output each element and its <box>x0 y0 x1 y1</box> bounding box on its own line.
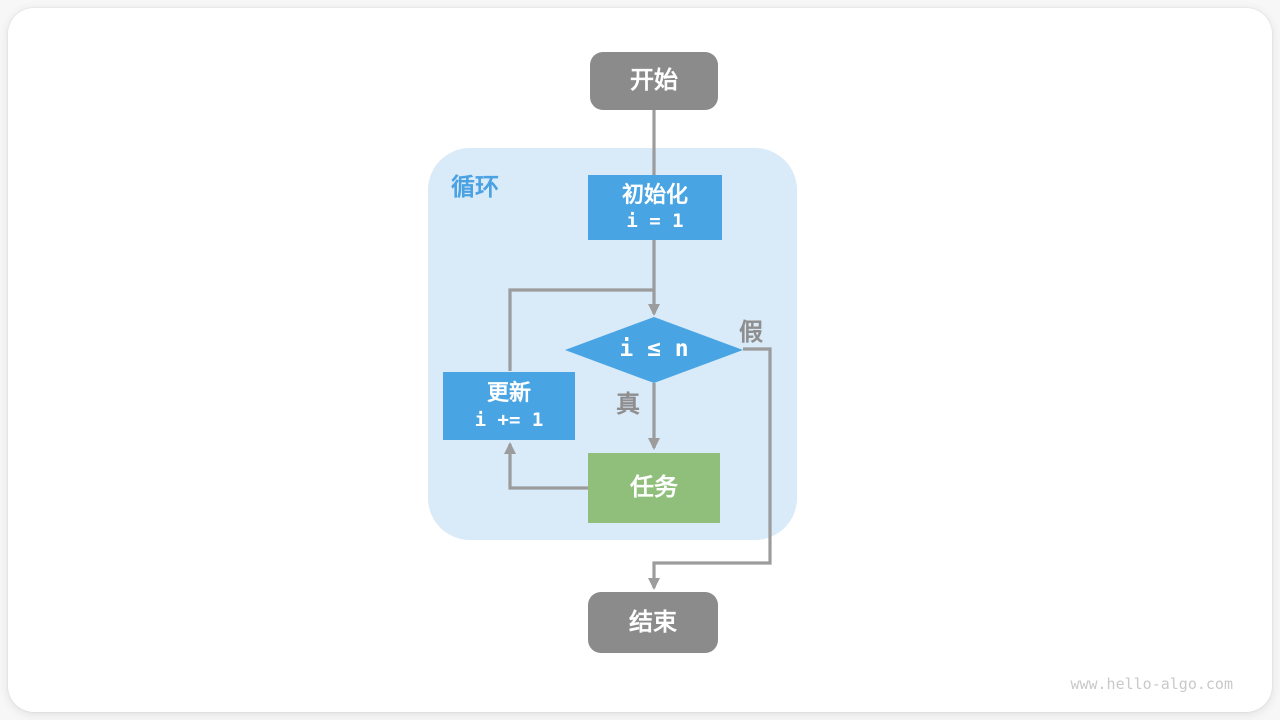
node-start-label: 开始 <box>630 67 678 95</box>
node-update-code: i += 1 <box>474 408 544 431</box>
node-start: 开始 <box>590 52 718 110</box>
node-end-label: 结束 <box>629 608 677 636</box>
node-end: 结束 <box>588 592 718 653</box>
node-init-title: 初始化 <box>621 181 688 207</box>
edge-label-true: 真 <box>616 391 640 418</box>
edge-label-false: 假 <box>739 319 763 346</box>
node-update-title: 更新 <box>486 380 531 406</box>
node-update: 更新 i += 1 <box>443 372 575 440</box>
node-task: 任务 <box>588 453 720 523</box>
loop-region-label: 循环 <box>451 174 499 201</box>
node-task-label: 任务 <box>630 474 678 502</box>
node-condition-label: i ≤ n <box>619 336 689 363</box>
watermark-text: www.hello-algo.com <box>1070 675 1233 693</box>
node-init-code: i = 1 <box>626 210 684 233</box>
node-init: 初始化 i = 1 <box>588 175 722 240</box>
